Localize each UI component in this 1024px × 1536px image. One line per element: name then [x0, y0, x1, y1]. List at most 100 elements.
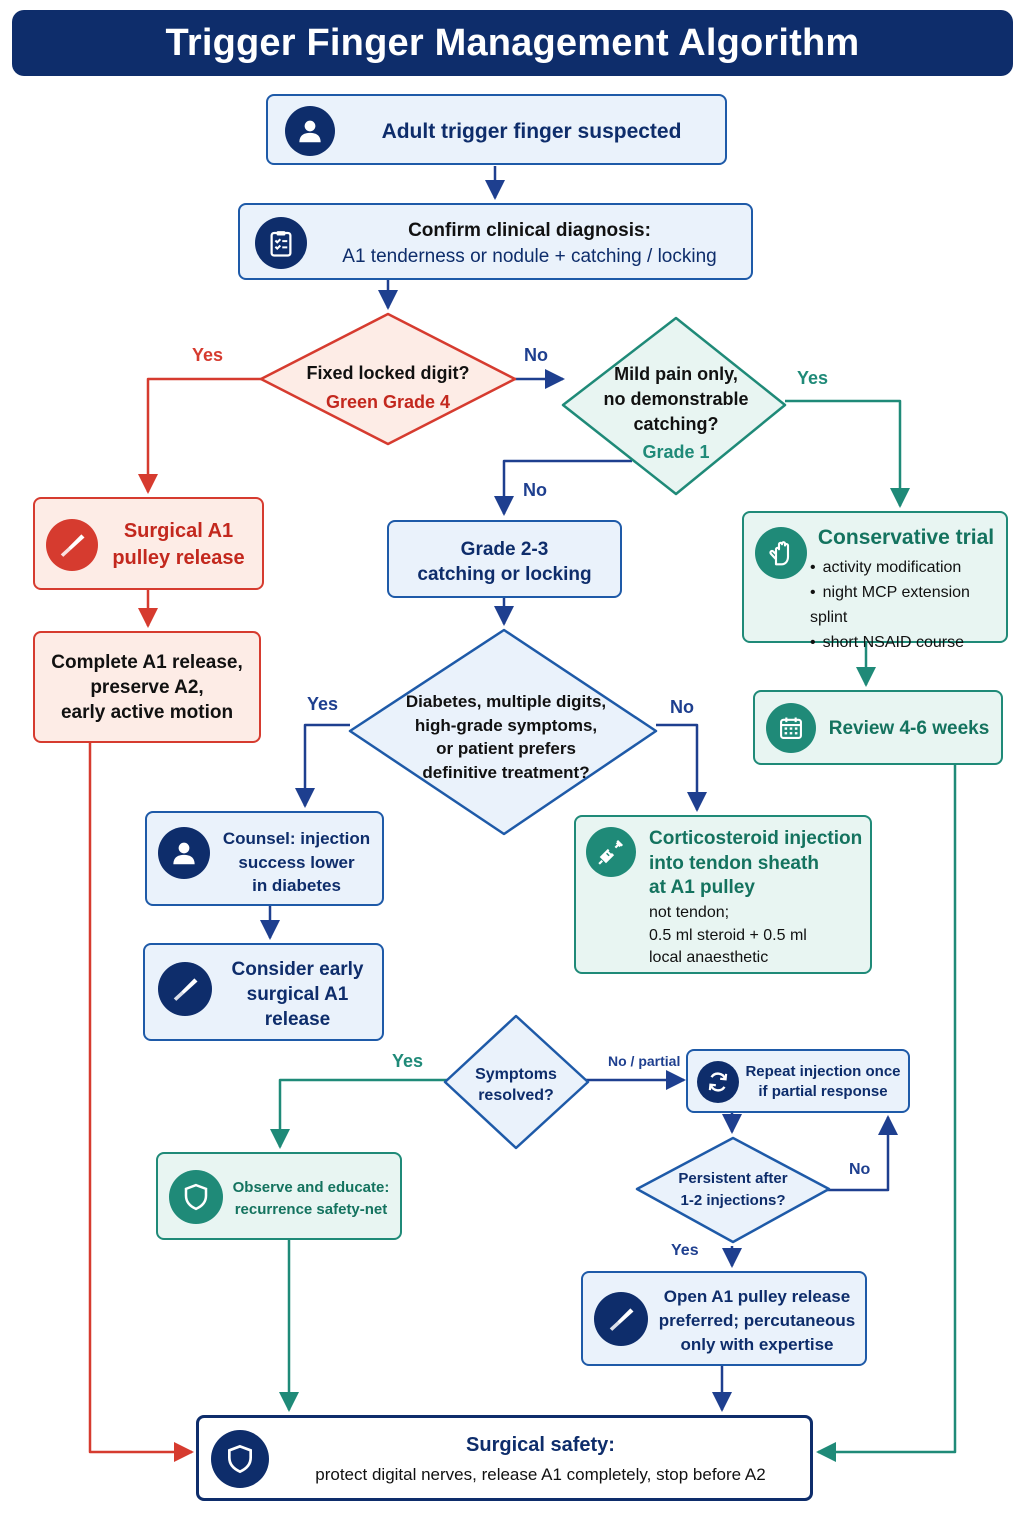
- label-no-mild: No: [523, 480, 547, 500]
- calendar-icon: [766, 703, 816, 753]
- persistent-line1: Persistent after: [678, 1170, 788, 1187]
- node-repeat: Repeat injection once if partial respons…: [686, 1049, 910, 1113]
- label-no-fixed: No: [524, 345, 548, 365]
- injection-note2: 0.5 ml steroid + 0.5 ml: [649, 926, 807, 944]
- diabetes-line3: or patient prefers: [436, 739, 576, 758]
- counsel-line1: Counsel: injection: [222, 829, 371, 848]
- syringe-icon: [586, 827, 636, 877]
- consider-line3: release: [264, 1009, 331, 1030]
- injection-note3: local anaesthetic: [649, 949, 769, 966]
- node-confirm: Confirm clinical diagnosis: A1 tendernes…: [238, 203, 753, 280]
- consider-line2: surgical A1: [246, 984, 349, 1005]
- surgical-release-line2: pulley release: [112, 547, 245, 569]
- scalpel-icon: [158, 962, 212, 1016]
- label-yes-fixed: Yes: [192, 345, 224, 365]
- surgical-release-line1: Surgical A1: [123, 520, 234, 542]
- scalpel-icon: [46, 519, 98, 571]
- conservative-bullets: activity modification night MCP extensio…: [810, 555, 1006, 655]
- page-title: Trigger Finger Management Algorithm: [165, 21, 860, 64]
- counsel-line3: in diabetes: [252, 876, 341, 895]
- node-observe: Observe and educate: recurrence safety-n…: [156, 1152, 402, 1240]
- title-bar: Trigger Finger Management Algorithm: [12, 10, 1013, 76]
- repeat-line1: Repeat injection once: [745, 1063, 901, 1080]
- node-grade23: Grade 2-3 catching or locking: [387, 520, 622, 598]
- arrow-mild-yes: [785, 399, 910, 508]
- conservative-bullet-1: activity modification: [810, 555, 1006, 580]
- fixed-locked-question: Fixed locked digit?: [306, 363, 470, 383]
- node-conservative: Conservative trial activity modification…: [742, 511, 1008, 651]
- open-release-line3: only with expertise: [680, 1335, 834, 1354]
- confirm-criteria: A1 tenderness or nodule + catching / loc…: [342, 245, 717, 267]
- observe-line2: recurrence safety-net: [234, 1201, 388, 1218]
- injection-line1: Corticosteroid injection: [649, 828, 863, 849]
- complete-release-line2: preserve A2,: [90, 677, 204, 698]
- persistent-line2: 1-2 injections?: [680, 1192, 786, 1209]
- arrow-persistent-no: [826, 1115, 898, 1192]
- node-counsel: Counsel: injection success lower in diab…: [145, 811, 384, 906]
- grade23-line2: catching or locking: [417, 564, 592, 585]
- diamond-diabetes: [348, 628, 658, 836]
- diamond-resolved: [443, 1014, 590, 1150]
- arrow-review-to-safety: [816, 764, 957, 1462]
- complete-release-line3: early active motion: [60, 702, 234, 723]
- mild-pain-line3: catching?: [633, 414, 719, 434]
- review-label: Review 4-6 weeks: [828, 718, 990, 739]
- arrow-complete-to-safety: [88, 742, 194, 1462]
- diabetes-line1: Diabetes, multiple digits,: [405, 692, 607, 711]
- repeat-line2: if partial response: [758, 1083, 888, 1100]
- diamond-mild-pain: [561, 316, 787, 496]
- shield-icon: [169, 1170, 223, 1224]
- safety-title: Surgical safety:: [466, 1434, 615, 1456]
- person-icon: [158, 827, 210, 879]
- resolved-line1: Symptoms: [475, 1066, 557, 1083]
- node-injection: Corticosteroid injection into tendon she…: [574, 815, 872, 974]
- hand-icon: [755, 527, 807, 579]
- node-consider-surgery: Consider early surgical A1 release: [143, 943, 384, 1041]
- arrow-fixed-yes: [138, 377, 262, 494]
- consider-line1: Consider early: [231, 959, 364, 980]
- mild-pain-line2: no demonstrable: [603, 389, 749, 409]
- diabetes-line2: high-grade symptoms,: [414, 715, 598, 735]
- refresh-icon: [697, 1061, 739, 1103]
- fixed-locked-grade: Green Grade 4: [325, 391, 451, 412]
- node-suspected: Adult trigger finger suspected: [266, 94, 727, 165]
- arrow-diabetes-yes: [295, 723, 350, 808]
- node-safety: Surgical safety: protect digital nerves,…: [196, 1415, 813, 1501]
- conservative-bullet-2: night MCP extension splint: [810, 580, 1006, 630]
- conservative-bullet-3: short NSAID course: [810, 630, 1006, 655]
- label-no-persistent: No: [849, 1161, 871, 1178]
- resolved-line2: resolved?: [478, 1087, 554, 1104]
- counsel-line2: success lower: [238, 852, 355, 872]
- injection-line2: into tendon sheath: [649, 852, 819, 874]
- arrow-mild-no: [494, 459, 632, 516]
- node-review: Review 4-6 weeks: [753, 690, 1003, 765]
- resolved-question: Symptoms resolved?: [459, 1064, 573, 1106]
- open-release-line2: preferred; percutaneous: [658, 1311, 856, 1330]
- arrow-diabetes-no: [656, 723, 707, 812]
- label-yes-diabetes: Yes: [307, 694, 339, 714]
- label-yes-resolved: Yes: [392, 1051, 424, 1071]
- fixed-locked-text: Fixed locked digit? Green Grade 4: [286, 362, 490, 413]
- node-open-release: Open A1 pulley release preferred; percut…: [581, 1271, 867, 1366]
- diabetes-question: Diabetes, multiple digits, high-grade sy…: [386, 690, 626, 784]
- persistent-question: Persistent after 1-2 injections?: [660, 1168, 806, 1212]
- label-yes-persistent: Yes: [671, 1242, 699, 1259]
- injection-note1: not tendon;: [649, 904, 730, 921]
- safety-detail: protect digital nerves, release A1 compl…: [315, 1465, 766, 1484]
- mild-pain-grade: Grade 1: [642, 442, 710, 462]
- clipboard-icon: [255, 217, 307, 269]
- node-complete-release: Complete A1 release, preserve A2, early …: [33, 631, 261, 743]
- person-icon: [285, 106, 335, 156]
- shield-icon: [211, 1430, 269, 1488]
- observe-line1: Observe and educate:: [232, 1179, 390, 1196]
- node-surgical-release: Surgical A1 pulley release: [33, 497, 264, 590]
- suspected-label: Adult trigger finger suspected: [381, 120, 682, 143]
- mild-pain-text: Mild pain only, no demonstrable catching…: [590, 362, 762, 465]
- complete-release-line1: Complete A1 release,: [51, 652, 243, 673]
- diabetes-line4: definitive treatment?: [422, 762, 590, 782]
- label-no-partial: No / partial: [608, 1053, 681, 1069]
- arrow-resolved-yes: [270, 1078, 447, 1149]
- grade23-line1: Grade 2-3: [460, 539, 549, 560]
- injection-line3: at A1 pulley: [649, 877, 755, 898]
